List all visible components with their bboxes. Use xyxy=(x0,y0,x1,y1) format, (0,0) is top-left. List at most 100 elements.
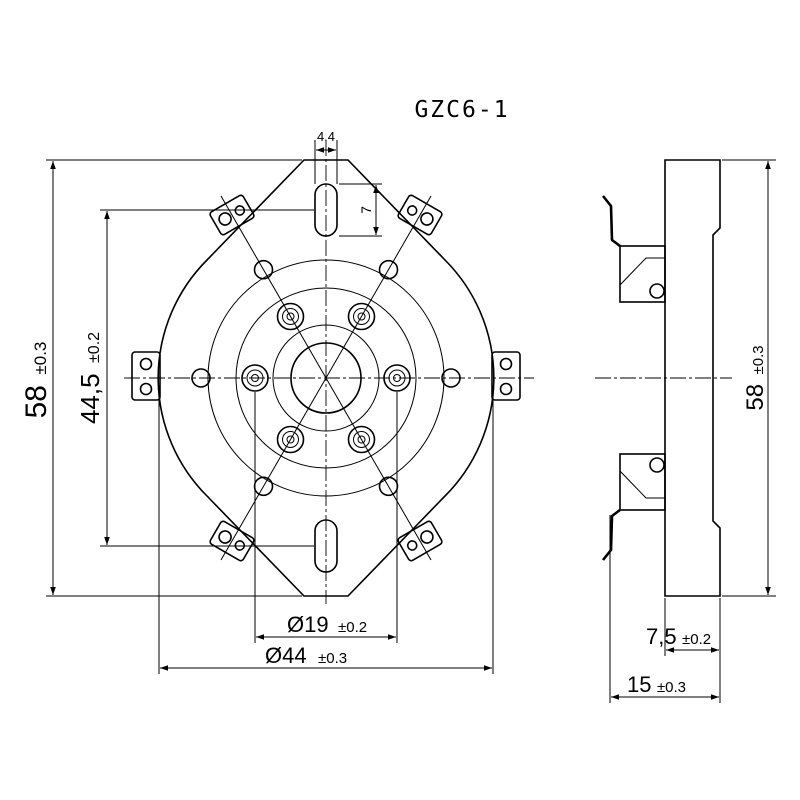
lug-tail xyxy=(601,508,621,561)
dim-pin-circle-diameter: Ø19 ±0.2 xyxy=(254,392,398,643)
small-hole xyxy=(441,368,461,388)
lug-plate xyxy=(131,351,161,401)
lug-hole xyxy=(499,382,513,396)
lug-plate xyxy=(209,520,255,562)
dim-tolerance: ±0.3 xyxy=(31,342,50,375)
pin-core xyxy=(393,374,401,382)
side-view: 58 ±0.3 7,5 ±0.2 15 ±0.3 xyxy=(595,159,776,703)
dim-overall-height-label: 58 ±0.3 xyxy=(20,342,53,419)
dim-slot-width-label: 4.4 xyxy=(317,129,335,144)
lug-hole xyxy=(420,212,434,226)
lug-plate xyxy=(397,520,443,562)
dim-side-overall-height-label: 58 ±0.3 xyxy=(742,345,769,410)
dim-slot-length: 7 xyxy=(339,183,382,237)
side-top-lug xyxy=(601,195,666,303)
lug-rivet xyxy=(649,457,665,473)
dim-flange-thickness: 7,5 ±0.2 xyxy=(646,598,721,703)
solder-lug-lower-right xyxy=(397,520,443,562)
pin-contact xyxy=(347,302,376,331)
dim-tolerance: ±0.3 xyxy=(750,345,767,374)
pin-contact xyxy=(276,302,305,331)
lug-hole xyxy=(218,212,232,226)
outer-ring xyxy=(207,259,445,497)
pin-inner xyxy=(353,431,370,448)
pin-core xyxy=(251,374,259,382)
lug-hole xyxy=(420,530,434,544)
pin-contact xyxy=(241,364,269,392)
bottom-mounting-slot xyxy=(314,519,338,573)
lug-hole xyxy=(406,205,418,216)
lug-plate xyxy=(397,194,443,236)
pin-inner xyxy=(353,308,370,325)
dim-body-diameter: Ø44 ±0.3 xyxy=(158,385,494,674)
pin-core xyxy=(286,312,295,321)
lug-bend-line xyxy=(619,257,665,286)
dim-side-overall-height: 58 ±0.3 xyxy=(722,159,776,597)
pin-inner xyxy=(388,369,406,387)
pin-outer xyxy=(276,302,305,331)
dim-total-thickness-label: 15 ±0.3 xyxy=(627,672,686,697)
dim-value: 7,5 xyxy=(646,624,677,649)
socket-body-outline xyxy=(157,159,495,597)
dim-body-diameter-label: Ø44 ±0.3 xyxy=(265,643,347,668)
pin-contact xyxy=(383,364,411,392)
right-mounting-lug xyxy=(491,351,521,401)
pin-outer xyxy=(347,425,376,454)
inner-ring xyxy=(272,324,380,432)
lug-rivet xyxy=(649,283,665,299)
dim-value: Ø19 xyxy=(287,612,329,637)
dim-tolerance: ±0.2 xyxy=(86,332,103,363)
lug-bracket xyxy=(619,245,666,303)
lug-hole xyxy=(218,530,232,544)
dim-tolerance: ±0.2 xyxy=(338,619,367,636)
lug-hole xyxy=(406,540,418,551)
left-mounting-lug xyxy=(131,351,161,401)
side-body-profile xyxy=(664,159,721,597)
solder-lug-upper-right xyxy=(397,194,443,236)
drawing-title: GZC6-1 xyxy=(414,97,509,123)
dim-slot-width: 4.4 xyxy=(314,129,338,184)
dim-tolerance: ±0.3 xyxy=(657,679,686,696)
pin-core xyxy=(286,435,295,444)
pin-core xyxy=(357,312,366,321)
dim-flange-thickness-label: 7,5 ±0.2 xyxy=(646,624,711,649)
pin-outer xyxy=(276,425,305,454)
dim-value: Ø44 xyxy=(265,643,307,668)
dim-tolerance: ±0.3 xyxy=(318,650,347,667)
lug-plate xyxy=(491,351,521,401)
dim-value: 58 xyxy=(742,384,769,411)
lug-hole xyxy=(234,205,246,216)
pin-outer xyxy=(241,364,269,392)
pin-inner xyxy=(282,308,299,325)
dim-value: 58 xyxy=(20,385,53,418)
pin-outer xyxy=(347,302,376,331)
lug-hole xyxy=(234,540,246,551)
dim-pin-circle-label: Ø19 ±0.2 xyxy=(287,612,367,637)
side-bottom-lug xyxy=(601,453,666,561)
dim-tolerance: ±0.2 xyxy=(682,631,711,648)
center-hole xyxy=(290,342,362,414)
dim-overall-height: 58 ±0.3 xyxy=(20,159,302,597)
dim-total-thickness: 15 ±0.3 xyxy=(609,515,719,703)
pin-core xyxy=(357,435,366,444)
lug-hole xyxy=(499,357,513,371)
small-hole xyxy=(191,368,211,388)
pin-inner xyxy=(246,369,264,387)
solder-lug-lower-left xyxy=(209,520,255,562)
dim-value: 15 xyxy=(627,672,651,697)
middle-ring xyxy=(235,287,417,469)
lug-hole xyxy=(139,382,153,396)
lug-hole xyxy=(139,357,153,371)
dim-value: 44,5 xyxy=(75,373,105,424)
small-hole xyxy=(378,259,399,280)
pin-contact xyxy=(276,425,305,454)
pin-outer xyxy=(383,364,411,392)
lug-bend-line xyxy=(619,470,665,499)
pin-contact xyxy=(347,425,376,454)
small-hole xyxy=(253,259,274,280)
solder-lug-upper-left xyxy=(209,194,255,236)
lug-tail xyxy=(601,195,621,248)
front-diagonal-center-line-b xyxy=(220,195,432,561)
lug-plate xyxy=(209,194,255,236)
